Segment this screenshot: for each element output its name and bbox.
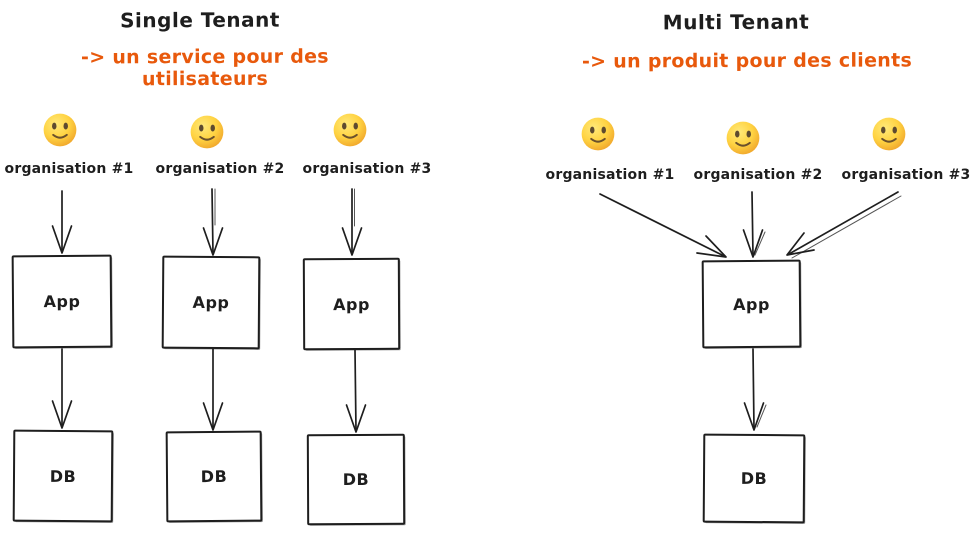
arrow-org3-to-shared-app bbox=[786, 191, 902, 259]
app-node-label: App bbox=[192, 292, 230, 313]
smiley-emoji bbox=[581, 117, 615, 151]
multi-org-1-label: organisation #1 bbox=[545, 167, 675, 183]
smiley-emoji bbox=[43, 113, 77, 147]
app-node-label: App bbox=[43, 291, 81, 312]
single-tenant-title: Single Tenant bbox=[120, 7, 280, 33]
db-node-label: DB bbox=[740, 468, 768, 489]
multi-tenant-subtitle: -> un produit pour des clients bbox=[581, 49, 913, 73]
shared-db-node: DB bbox=[702, 433, 806, 524]
arrow-org1-to-shared-app bbox=[599, 193, 727, 258]
app-node-label: App bbox=[333, 294, 370, 314]
smiley-emoji bbox=[872, 117, 906, 151]
db-node-label: DB bbox=[49, 466, 77, 486]
arrow-app3-to-db3 bbox=[345, 349, 367, 433]
db-node: DB bbox=[165, 430, 263, 523]
app-node: App bbox=[161, 255, 261, 350]
app-node: App bbox=[11, 254, 113, 349]
smiley-emoji bbox=[726, 121, 760, 155]
single-org-2-label: organisation #2 bbox=[155, 161, 285, 177]
arrow-shared-app-to-db bbox=[743, 348, 767, 431]
arrow-app1-to-db1 bbox=[51, 348, 73, 429]
arrow-org3-to-app3 bbox=[341, 188, 363, 256]
db-node: DB bbox=[306, 433, 406, 526]
arrow-org2-to-app2 bbox=[202, 188, 224, 256]
app-node-label: App bbox=[733, 294, 770, 314]
db-node-label: DB bbox=[200, 466, 228, 487]
single-tenant-subtitle: -> un service pour des utilisateurs bbox=[80, 45, 329, 91]
db-node: DB bbox=[12, 429, 114, 523]
single-org-3-label: organisation #3 bbox=[302, 161, 432, 177]
db-node-label: DB bbox=[342, 469, 370, 490]
arrow-org2-to-shared-app bbox=[742, 191, 766, 258]
shared-app-node: App bbox=[701, 259, 802, 349]
multi-org-2-label: organisation #2 bbox=[693, 167, 823, 183]
app-node: App bbox=[302, 257, 401, 351]
arrow-app2-to-db2 bbox=[202, 348, 224, 431]
multi-tenant-title: Multi Tenant bbox=[662, 9, 810, 35]
multi-org-3-label: organisation #3 bbox=[841, 167, 971, 183]
arrow-org1-to-app1 bbox=[51, 190, 73, 254]
smiley-emoji bbox=[333, 113, 367, 147]
smiley-emoji bbox=[190, 115, 224, 149]
single-org-1-label: organisation #1 bbox=[4, 161, 134, 177]
